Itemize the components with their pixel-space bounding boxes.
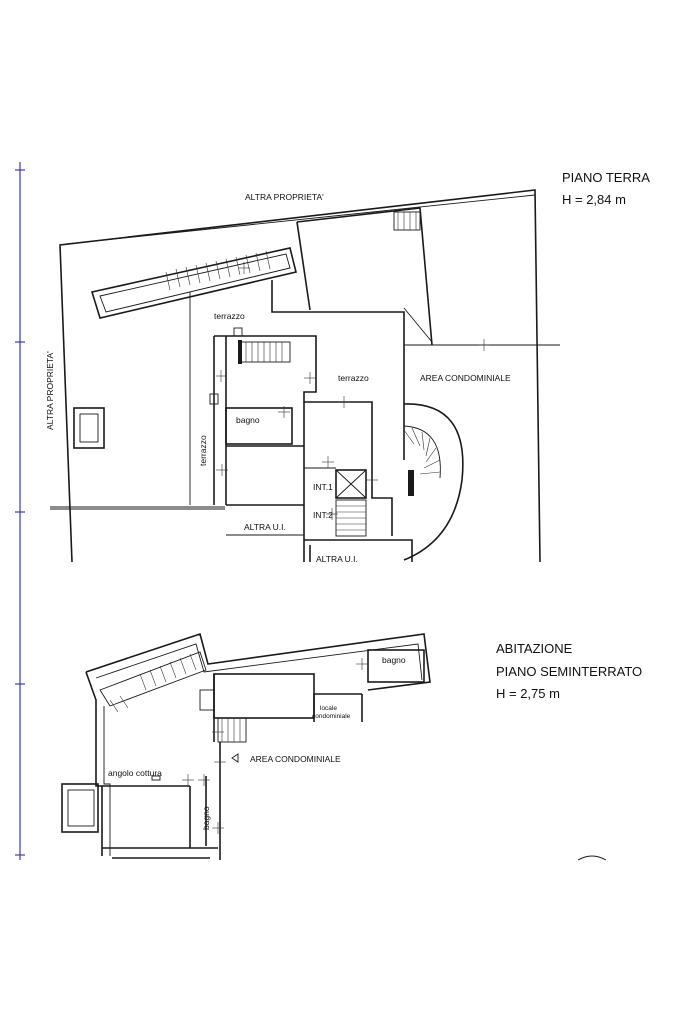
ground-floor-title: PIANO TERRA	[562, 170, 650, 185]
stair-treads-house	[245, 342, 283, 362]
basement-height: H = 2,75 m	[496, 686, 560, 701]
crosshair-markers	[216, 262, 490, 520]
basement-floor-plan	[61, 632, 607, 861]
ground-floor-plan	[50, 189, 560, 563]
label-terrace-center: terrazzo	[338, 373, 369, 383]
label-basement-common-area: AREA CONDOMINIALE	[250, 754, 341, 764]
label-unit-1: INT.1	[313, 482, 333, 492]
label-common-room-1: locale	[320, 705, 337, 712]
label-kitchen: angolo cottura	[108, 768, 162, 778]
basement-crosshair-markers	[182, 658, 368, 834]
ground-floor-height: H = 2,84 m	[562, 192, 626, 207]
label-top-neighbor: ALTRA PROPRIETA'	[245, 192, 324, 202]
label-common-area: AREA CONDOMINIALE	[420, 373, 511, 383]
label-unit-2: INT.2	[313, 510, 333, 520]
spiral-stair-treads	[403, 427, 441, 475]
label-basement-bathroom-left: bagno	[201, 806, 211, 830]
label-terrace-left: terrazzo	[198, 435, 208, 466]
label-other-unit-a: ALTRA U.I.	[244, 522, 286, 532]
basement-title-1: ABITAZIONE	[496, 641, 573, 656]
basement-stair-treads	[109, 653, 197, 713]
basement-title-2: PIANO SEMINTERRATO	[496, 664, 642, 679]
basement-stair-house	[221, 718, 241, 742]
label-other-unit-b: ALTRA U.I.	[316, 554, 358, 564]
label-terrace-top: terrazzo	[214, 311, 245, 321]
left-ruler	[15, 162, 25, 860]
label-bathroom: bagno	[236, 415, 260, 425]
label-left-neighbor: ALTRA PROPRIETA'	[45, 351, 55, 430]
label-basement-bathroom-top: bagno	[382, 655, 406, 665]
label-common-room-2: condominiale	[312, 713, 351, 720]
stair-treads-left	[165, 250, 271, 291]
